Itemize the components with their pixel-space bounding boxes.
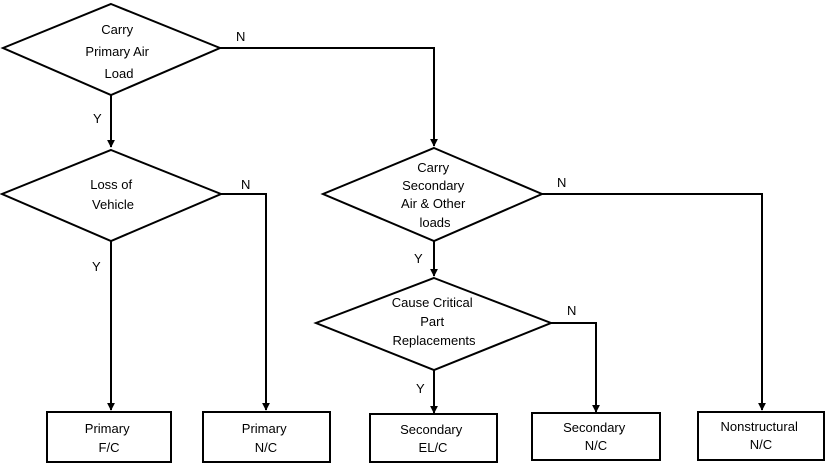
connectors [107, 47, 766, 414]
carry-secondary-line-3: Air & Other [401, 196, 466, 211]
label-carry-secondary-yes: Y [414, 251, 423, 266]
edge-loss-no [221, 193, 270, 411]
loss-line-2: Vehicle [92, 197, 134, 212]
carry-secondary-line-2: Secondary [402, 178, 465, 193]
carry-primary-line-3: Load [105, 66, 134, 81]
label-carry-primary-no: N [236, 29, 245, 44]
label-critical-yes: Y [416, 381, 425, 396]
decision-carry-secondary: Carry Secondary Air & Other loads [320, 146, 545, 243]
label-carry-primary-yes: Y [93, 111, 102, 126]
nonstructural-line-1: Nonstructural [721, 419, 798, 434]
secondary-elc-line-2: EL/C [419, 440, 448, 455]
carry-secondary-line-4: loads [419, 215, 451, 230]
carry-primary-line-1: Carry [101, 22, 133, 37]
svg-text:Loss of Vehicle: Loss of Vehicle [90, 177, 136, 212]
outcome-primary-fc: Primary F/C [46, 411, 172, 463]
svg-text:Secondary N/C: Secondary N/C [563, 420, 629, 453]
primary-fc-line-2: F/C [99, 440, 120, 455]
critical-line-3: Replacements [392, 333, 476, 348]
outcome-nonstructural-nc: Nonstructural N/C [697, 411, 825, 461]
secondary-elc-line-1: Secondary [400, 422, 463, 437]
svg-text:Cause Critical Part: Cause Critical Part Replacements [392, 295, 477, 348]
decision-critical-part: Cause Critical Part Replacements [313, 276, 554, 372]
svg-text:Primary N/C: Primary N/C [242, 421, 290, 455]
edge-labels: N Y N Y N Y N Y [92, 29, 576, 396]
svg-text:Primary F/C: Primary F/C [85, 421, 133, 455]
nonstructural-line-2: N/C [750, 437, 772, 452]
svg-text:Carry Secondary Ai: Carry Secondary Air & Other loads [401, 160, 469, 230]
edge-carry-primary-no [220, 47, 438, 147]
label-carry-secondary-no: N [557, 175, 566, 190]
secondary-nc-line-1: Secondary [563, 420, 626, 435]
decision-loss-of-vehicle: Loss of Vehicle [0, 148, 224, 243]
outcome-secondary-nc: Secondary N/C [531, 412, 661, 461]
carry-secondary-line-1: Carry [417, 160, 449, 175]
svg-text:Secondary EL/C: Secondary EL/C [400, 422, 466, 455]
label-critical-no: N [567, 303, 576, 318]
label-loss-no: N [241, 177, 250, 192]
primary-nc-line-2: N/C [255, 440, 277, 455]
critical-line-1: Cause Critical [392, 295, 473, 310]
primary-fc-line-1: Primary [85, 421, 130, 436]
loss-line-1: Loss of [90, 177, 132, 192]
edge-critical-no [551, 322, 600, 413]
svg-text:Carry Primary Air: Carry Primary Air Load [85, 22, 152, 81]
label-loss-yes: Y [92, 259, 101, 274]
outcome-secondary-elc: Secondary EL/C [369, 413, 498, 463]
secondary-nc-line-2: N/C [585, 438, 607, 453]
svg-text:Nonstructural N/C: Nonstructural N/C [721, 419, 802, 452]
carry-primary-line-2: Primary Air [85, 44, 149, 59]
decision-carry-primary: Carry Primary Air Load [0, 2, 223, 97]
critical-line-2: Part [420, 314, 444, 329]
edge-carry-secondary-no [542, 193, 766, 411]
primary-nc-line-1: Primary [242, 421, 287, 436]
outcome-primary-nc: Primary N/C [202, 411, 331, 463]
